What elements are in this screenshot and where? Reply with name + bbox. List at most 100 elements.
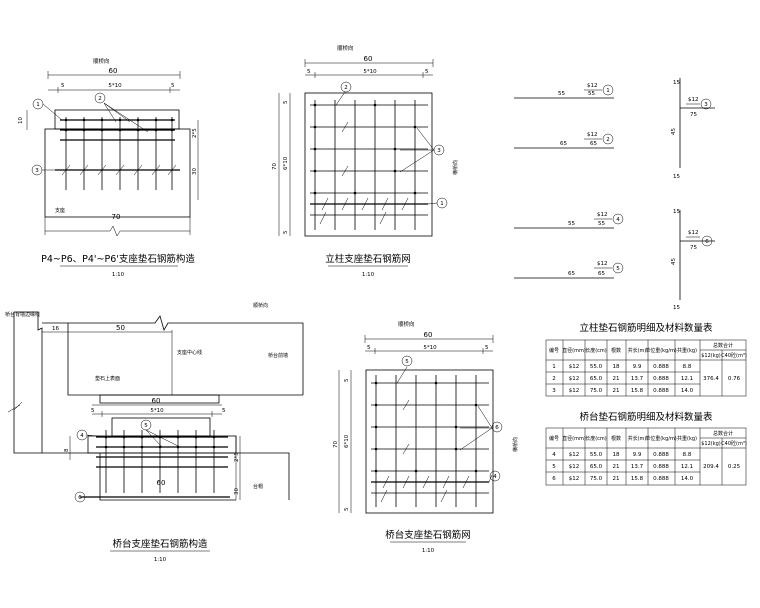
t1-h-len: 长度(cm) bbox=[585, 347, 607, 354]
t2-rows: 4 $12 55.0 18 9.9 0.888 8.8 5 $12 65.0 2… bbox=[552, 452, 740, 482]
dim-v6x10-4: 6*10 bbox=[344, 434, 350, 448]
callout-6: 6 bbox=[78, 495, 82, 501]
t2-r2-c1: $12 bbox=[569, 476, 580, 482]
t2-r0-c3: 18 bbox=[613, 452, 620, 458]
t1-r2-c6: 14.0 bbox=[681, 388, 694, 394]
direction-label-side-4: 横桥向 bbox=[512, 437, 519, 452]
dim-v5a-4: 5 bbox=[344, 378, 350, 382]
bar1-spec: $12 bbox=[587, 83, 598, 89]
dim-5x10: 5*10 bbox=[108, 83, 122, 89]
t2-r1-c6: 12.1 bbox=[681, 464, 693, 470]
bar3-callout: 3 bbox=[704, 102, 708, 108]
dim-v5b-2: 5 bbox=[283, 230, 289, 234]
t1-r0-c6: 8.8 bbox=[683, 364, 692, 370]
dim-2x5: 2*5 bbox=[192, 128, 198, 138]
direction-label-top-4: 顺桥向 bbox=[398, 320, 415, 328]
dim-30-3: 30 bbox=[234, 488, 240, 495]
t2-r0-c6: 8.8 bbox=[683, 452, 692, 458]
direction-label-top-2: 顺桥向 bbox=[337, 44, 354, 52]
dim-70: 70 bbox=[112, 213, 121, 221]
drawing-scale-3: 1:10 bbox=[154, 557, 167, 563]
dim-5-right-3: 5 bbox=[222, 408, 226, 414]
t2-total-concrete: 0.25 bbox=[728, 464, 741, 470]
dim-v5b-4: 5 bbox=[344, 507, 350, 511]
bar2-spec: $12 bbox=[587, 132, 598, 138]
t1-r1-c0: 2 bbox=[552, 376, 556, 382]
t2-r1-c5: 0.888 bbox=[653, 464, 669, 470]
t2-r1-c4: 13.7 bbox=[631, 464, 644, 470]
bar6-top: 15 bbox=[673, 209, 680, 215]
bar6-callout: 6 bbox=[705, 239, 709, 245]
t1-r1-c4: 13.7 bbox=[631, 376, 644, 382]
t1-total-concrete: 0.76 bbox=[728, 376, 741, 382]
t2-r2-c4: 15.8 bbox=[631, 476, 644, 482]
bar1-callout: 1 bbox=[606, 88, 610, 94]
callout-3: 3 bbox=[35, 168, 39, 174]
dim-5x10-3: 5*10 bbox=[150, 408, 164, 414]
dim-v6x10-2: 6*10 bbox=[283, 156, 289, 170]
t2-r2-c2: 75.0 bbox=[590, 476, 603, 482]
bar1-right: 55 bbox=[588, 91, 595, 97]
t2-total-steel: 209.4 bbox=[703, 464, 719, 470]
bar2-callout: 2 bbox=[606, 137, 610, 143]
t1-r2-c4: 15.8 bbox=[631, 388, 644, 394]
direction-label-3: 顺桥向 bbox=[253, 302, 268, 309]
t2-h-totwt: 共重(kg) bbox=[677, 435, 697, 442]
t1-r0-c1: $12 bbox=[569, 364, 580, 370]
t1-h-totwt: 共重(kg) bbox=[677, 347, 697, 354]
t2-sub-conc: C40砼(m³) bbox=[721, 440, 747, 447]
t2-r1-c3: 21 bbox=[613, 464, 620, 470]
t1-total-steel: 376.4 bbox=[703, 376, 719, 382]
t2-r0-c0: 4 bbox=[552, 452, 556, 458]
dim-5-right-2: 5 bbox=[425, 69, 429, 75]
callout-4: 4 bbox=[80, 433, 84, 439]
material-table-column: 立柱垫石钢筋明细及材料数量表 编号 直径(mm) 长度(cm) 根数 共长(m)… bbox=[545, 322, 747, 397]
dim-5-right: 5 bbox=[171, 83, 175, 89]
t1-r2-c2: 75.0 bbox=[590, 388, 603, 394]
t1-r1-c5: 0.888 bbox=[653, 376, 669, 382]
t2-r2-c6: 14.0 bbox=[681, 476, 694, 482]
dim-60-2: 60 bbox=[364, 55, 373, 63]
bar3-bottom: 15 bbox=[673, 174, 680, 180]
callout-3b: 3 bbox=[437, 148, 441, 154]
callout-5b: 5 bbox=[405, 359, 409, 365]
drawing-title-4: 桥台支座垫石钢筋网 bbox=[385, 529, 471, 541]
dim-2x5-3: 2*5 bbox=[234, 452, 240, 462]
t2-h-dia: 直径(mm) bbox=[562, 435, 586, 442]
bar3-right: 75 bbox=[690, 112, 697, 118]
t1-r1-c6: 12.1 bbox=[681, 376, 693, 382]
table1-title: 立柱垫石钢筋明细及材料数量表 bbox=[579, 322, 713, 334]
t1-r0-c5: 0.888 bbox=[653, 364, 669, 370]
bar2-left: 65 bbox=[560, 141, 567, 147]
t2-sub-steel: $12(kg) bbox=[701, 441, 721, 447]
bar5-callout: 5 bbox=[616, 266, 620, 272]
dim-8: 8 bbox=[64, 448, 70, 452]
pad-top-label: 垫石上表面 bbox=[95, 375, 120, 382]
t1-r2-c3: 21 bbox=[613, 388, 620, 394]
direction-label-side-2: 横桥向 bbox=[452, 160, 459, 175]
dim-5x10-2: 5*10 bbox=[363, 69, 377, 75]
dim-60: 60 bbox=[109, 67, 118, 75]
dim-5-left-2: 5 bbox=[307, 69, 311, 75]
dim-50: 50 bbox=[116, 324, 125, 332]
drawing-title-1: P4~P6、P4'~P6'支座垫石钢筋构造 bbox=[41, 253, 195, 265]
material-table-abutment: 桥台垫石钢筋明细及材料数量表 编号 直径(mm) 长度(cm) 根数 共长(m)… bbox=[545, 411, 747, 486]
bar6-bottom: 15 bbox=[673, 305, 680, 311]
t2-r0-c4: 9.9 bbox=[633, 452, 642, 458]
cap-label: 台帽 bbox=[253, 483, 263, 490]
bar4-callout: 4 bbox=[616, 217, 620, 223]
drawing-title-2: 立柱支座垫石钢筋网 bbox=[325, 253, 411, 265]
t1-h-sum: 总数合计 bbox=[713, 342, 733, 349]
t1-h-totlen: 共长(m) bbox=[628, 347, 647, 354]
callout-4b: 4 bbox=[493, 474, 497, 480]
callout-1: 1 bbox=[36, 102, 40, 108]
drawing-scale-2: 1:10 bbox=[362, 272, 375, 278]
dim-5-left-3: 5 bbox=[91, 408, 95, 414]
drawing-scale-4: 1:10 bbox=[422, 548, 435, 554]
bar5-left: 65 bbox=[568, 271, 575, 277]
bar6-mid: 45 bbox=[671, 258, 677, 265]
bar2-right: 65 bbox=[590, 141, 597, 147]
drawing-p4-p6-section: 顺桥向 60 5 5*10 5 70 支座 10 2*5 30 bbox=[18, 57, 199, 278]
dim-5-right-4: 5 bbox=[485, 345, 489, 351]
